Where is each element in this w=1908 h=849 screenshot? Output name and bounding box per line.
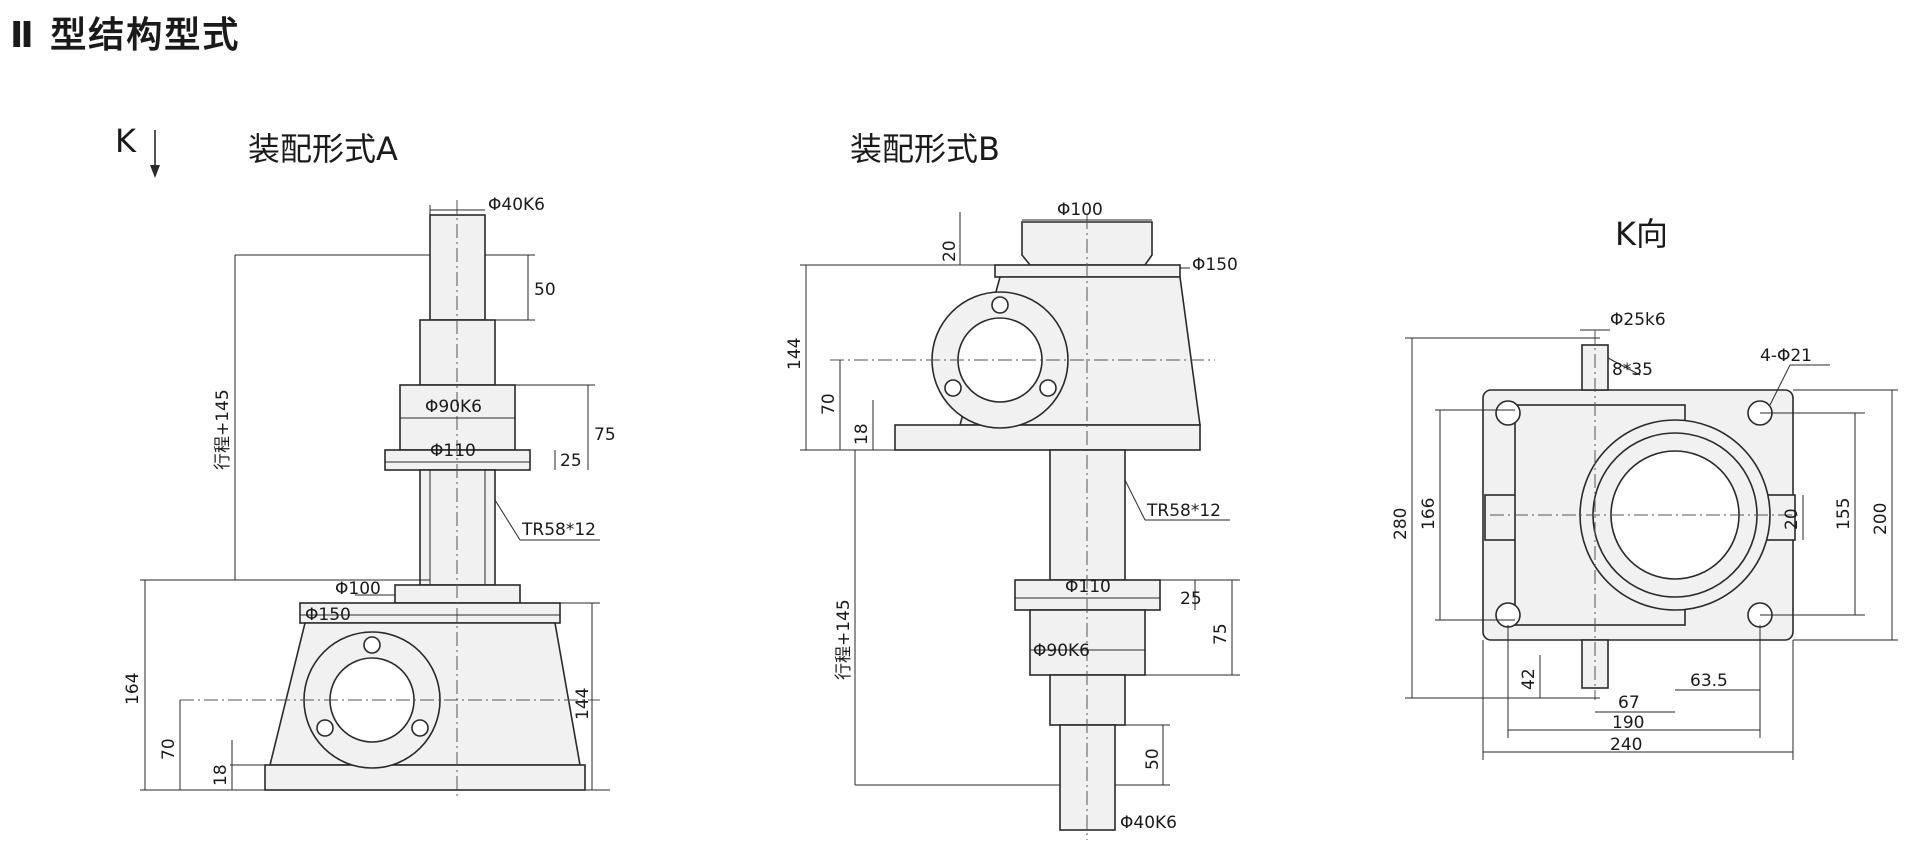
k-dim-d25: Φ25k6 xyxy=(1610,310,1666,330)
k-hole-bl xyxy=(1495,602,1521,628)
a-dim-h50: 50 xyxy=(534,280,556,300)
a-bolt-top xyxy=(363,636,381,654)
a-dim-d110: Φ110 xyxy=(430,441,476,461)
view-a-title: 装配形式A xyxy=(248,130,398,168)
page-title: Ⅱ 型结构型式 xyxy=(10,15,241,56)
view-a: K 装配形式A Φ40K6 50 行程+145 xyxy=(115,122,616,800)
b-bolt-right xyxy=(1039,379,1057,397)
a-dim-h144: 144 xyxy=(573,688,593,720)
k-dim-h42: 42 xyxy=(1519,668,1539,690)
b-dim-h50: 50 xyxy=(1143,748,1163,770)
view-k-title: K向 xyxy=(1615,215,1668,253)
k-hole-tl xyxy=(1495,400,1521,426)
k-arrow-head xyxy=(150,165,160,178)
a-dim-stroke: 行程+145 xyxy=(213,389,233,470)
b-dim-h20: 20 xyxy=(940,240,960,262)
a-dim-h70: 70 xyxy=(159,738,179,760)
a-dim-d100: Φ100 xyxy=(335,579,381,599)
b-dim-thread: TR58*12 xyxy=(1146,501,1221,521)
k-dim-key: 8*35 xyxy=(1612,360,1653,380)
a-dim-h25: 25 xyxy=(560,451,582,471)
b-dim-d90: Φ90K6 xyxy=(1033,641,1090,661)
b-bolt-left xyxy=(944,379,962,397)
k-dim-w240: 240 xyxy=(1610,735,1642,755)
b-dim-h25: 25 xyxy=(1180,589,1202,609)
a-bolt-right xyxy=(411,719,429,737)
k-dim-w190: 190 xyxy=(1612,713,1644,733)
a-base xyxy=(264,764,586,791)
a-dim-h18: 18 xyxy=(211,764,231,786)
view-b-title: 装配形式B xyxy=(850,130,1000,168)
a-bolt-left xyxy=(316,719,334,737)
k-dim-w63: 63.5 xyxy=(1690,671,1728,691)
k-dim-h166: 166 xyxy=(1419,498,1439,530)
b-dim-d100: Φ100 xyxy=(1057,200,1103,220)
a-dim-thread: TR58*12 xyxy=(521,520,596,540)
b-dim-h18: 18 xyxy=(852,423,872,445)
k-direction-label: K xyxy=(115,122,137,160)
a-dim-d150: Φ150 xyxy=(305,605,351,625)
b-dim-stroke: 行程+145 xyxy=(834,599,854,680)
b-dim-d150: Φ150 xyxy=(1192,255,1238,275)
k-dim-h20: 20 xyxy=(1782,508,1802,530)
a-dim-h75: 75 xyxy=(594,425,616,445)
view-k: K向 Φ25k6 8*35 4-Φ21 280 166 20 xyxy=(1391,215,1898,760)
a-dim-d90: Φ90K6 xyxy=(425,397,482,417)
b-dim-d40: Φ40K6 xyxy=(1120,813,1177,833)
b-dim-h75: 75 xyxy=(1211,623,1231,645)
b-dim-h70: 70 xyxy=(819,393,839,415)
a-dim-d40: Φ40K6 xyxy=(488,195,545,215)
b-bolt-top xyxy=(991,296,1009,314)
k-dim-holes: 4-Φ21 xyxy=(1760,346,1812,366)
b-dim-h144: 144 xyxy=(785,338,805,370)
b-base xyxy=(894,424,1201,451)
b-dim-d110: Φ110 xyxy=(1065,577,1111,597)
k-dim-h155: 155 xyxy=(1834,498,1854,530)
k-dim-h200: 200 xyxy=(1871,503,1891,535)
k-dim-w67: 67 xyxy=(1618,693,1640,713)
view-b: 装配形式B Φ100 20 Φ150 144 70 18 TR58*12 xyxy=(785,130,1240,840)
a-dim-h164: 164 xyxy=(123,673,143,705)
k-dim-h280: 280 xyxy=(1391,508,1411,540)
